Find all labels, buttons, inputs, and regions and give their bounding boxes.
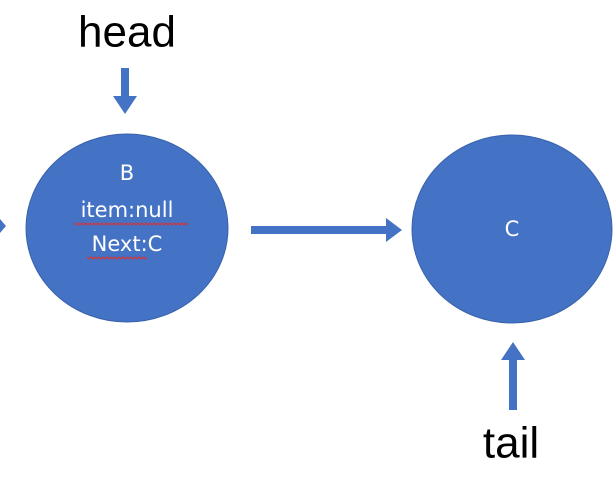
b-to-c-arrow xyxy=(251,218,402,242)
incoming-arrow-head xyxy=(0,219,6,233)
node-b: B item:null Next:C xyxy=(25,133,229,323)
node-c-circle xyxy=(411,134,613,324)
node-b-name: B xyxy=(120,161,134,185)
head-label: head xyxy=(78,8,176,57)
tail-arrow xyxy=(501,342,525,410)
next-spellcheck-underline xyxy=(86,256,148,260)
node-c: C xyxy=(411,134,613,324)
node-b-item: item:null xyxy=(81,198,174,222)
node-b-next: Next:C xyxy=(92,232,163,256)
node-c-name: C xyxy=(505,217,520,241)
item-spellcheck-underline xyxy=(73,222,189,226)
head-arrow xyxy=(113,68,137,114)
tail-label: tail xyxy=(483,419,539,468)
node-b-circle xyxy=(25,133,229,323)
